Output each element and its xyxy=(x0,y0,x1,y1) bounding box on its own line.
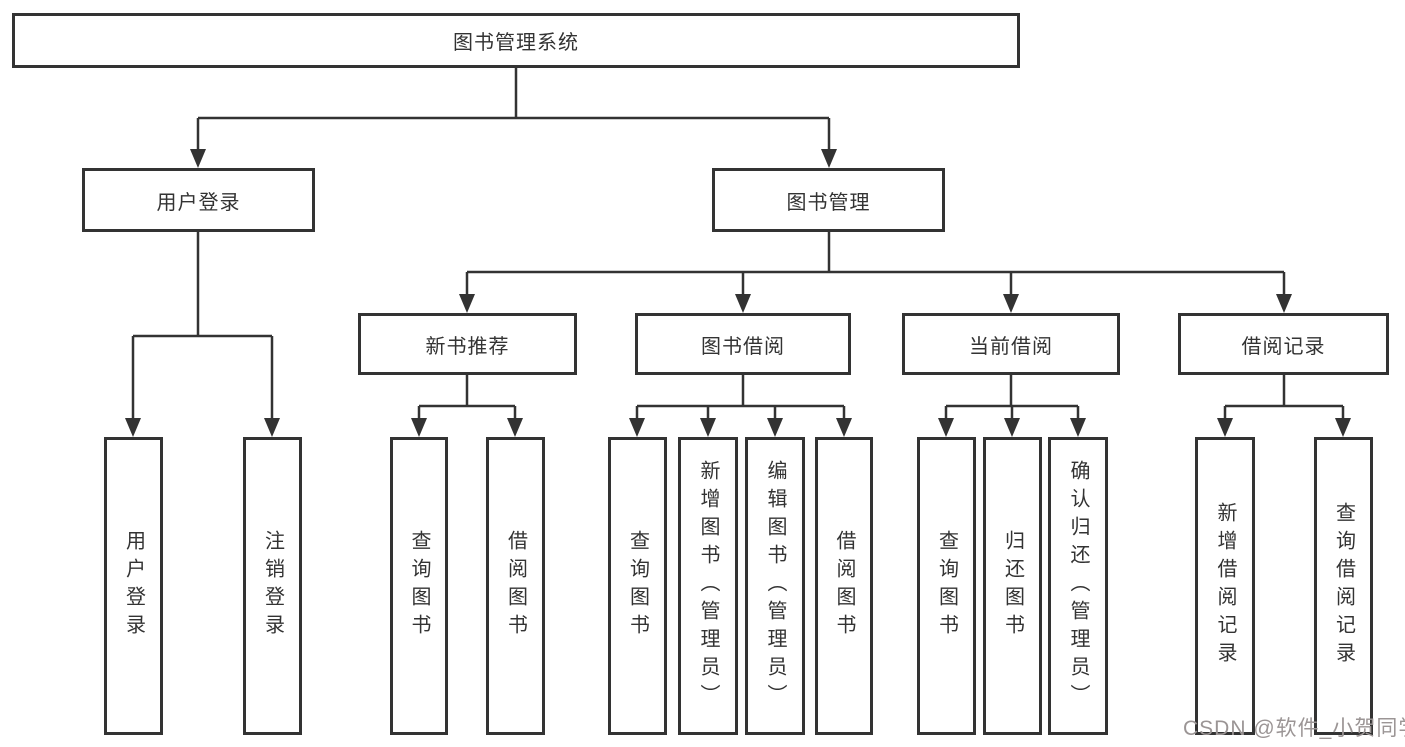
node-current-borrow-label: 当前借阅 xyxy=(969,335,1053,358)
node-new-book-recommend: 新书推荐 xyxy=(358,313,577,375)
leaf-user-login: 用户登录 xyxy=(104,437,163,735)
leaf-newbooks-borrow: 借阅图书 xyxy=(486,437,545,735)
leaf-user-login-label: 用户登录 xyxy=(122,530,145,642)
leaf-borrow-edit-admin: 编辑图书（管理员） xyxy=(745,437,805,735)
node-book-borrow-label: 图书借阅 xyxy=(701,335,785,358)
leaf-borrow-edit-admin-label: 编辑图书（管理员） xyxy=(764,460,786,712)
leaf-logout-label: 注销登录 xyxy=(261,530,284,642)
leaf-records-query: 查询借阅记录 xyxy=(1314,437,1373,735)
leaf-current-return: 归还图书 xyxy=(983,437,1042,735)
leaf-current-confirm-return-admin: 确认归还（管理员） xyxy=(1048,437,1108,735)
leaf-newbooks-borrow-label: 借阅图书 xyxy=(504,530,527,642)
leaf-logout: 注销登录 xyxy=(243,437,302,735)
leaf-borrow-query: 查询图书 xyxy=(608,437,667,735)
node-user-login-label: 用户登录 xyxy=(156,191,241,214)
leaf-current-return-label: 归还图书 xyxy=(1001,530,1024,642)
leaf-records-query-label: 查询借阅记录 xyxy=(1332,502,1355,670)
node-book-management-label: 图书管理 xyxy=(786,191,871,214)
node-root: 图书管理系统 xyxy=(12,13,1020,68)
leaf-records-add: 新增借阅记录 xyxy=(1195,437,1255,735)
leaf-newbooks-query-label: 查询图书 xyxy=(408,530,430,642)
leaf-borrow-book: 借阅图书 xyxy=(815,437,873,735)
leaf-current-query: 查询图书 xyxy=(917,437,976,735)
node-borrow-records-label: 借阅记录 xyxy=(1241,335,1326,358)
node-new-book-recommend-label: 新书推荐 xyxy=(425,335,510,358)
leaf-borrow-book-label: 借阅图书 xyxy=(833,530,855,642)
leaf-records-add-label: 新增借阅记录 xyxy=(1214,502,1236,670)
watermark: CSDN @软件_小贺同学 xyxy=(1183,717,1405,740)
leaf-newbooks-query: 查询图书 xyxy=(390,437,448,735)
leaf-borrow-add-admin-label: 新增图书（管理员） xyxy=(697,460,719,712)
leaf-borrow-query-label: 查询图书 xyxy=(626,530,649,642)
node-user-login: 用户登录 xyxy=(82,168,315,232)
tree-edges xyxy=(131,68,1345,421)
node-book-borrow: 图书借阅 xyxy=(635,313,851,375)
node-book-management: 图书管理 xyxy=(712,168,945,232)
node-borrow-records: 借阅记录 xyxy=(1178,313,1389,375)
leaf-current-confirm-return-admin-label: 确认归还（管理员） xyxy=(1067,460,1089,712)
node-root-label: 图书管理系统 xyxy=(453,32,579,54)
leaf-current-query-label: 查询图书 xyxy=(935,530,958,642)
node-current-borrow: 当前借阅 xyxy=(902,313,1120,375)
leaf-borrow-add-admin: 新增图书（管理员） xyxy=(678,437,738,735)
